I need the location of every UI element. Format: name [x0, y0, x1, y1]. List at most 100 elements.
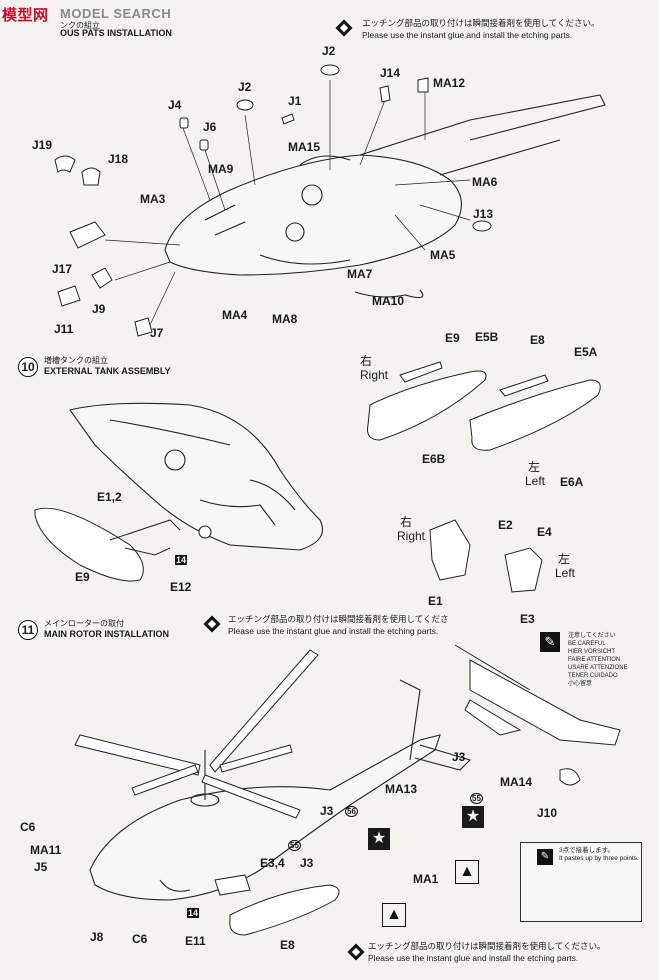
chevron-marking-icon-b: ▲ — [382, 903, 406, 927]
etching-note-top-jp: エッチング部品の取り付けは瞬間接着剤を使用してください。 — [362, 19, 600, 29]
part-label-j2-b: J2 — [238, 80, 252, 94]
part-label-ma4: MA4 — [222, 308, 248, 322]
part-label-j3-c: J3 — [300, 856, 314, 870]
part-label-e5a: E5A — [574, 345, 598, 359]
part-label-j9: J9 — [92, 302, 106, 316]
part-label-e8-top: E8 — [530, 333, 545, 347]
part-label-ma12: MA12 — [433, 76, 466, 90]
part-label-j1: J1 — [288, 94, 302, 108]
part-label-j18: J18 — [108, 152, 129, 166]
helicopter-fuselage-top — [164, 94, 606, 299]
part-label-55-a: 55 — [470, 793, 483, 804]
left-label-jp-bottom: 左 — [558, 552, 571, 566]
right-label-en-bottom: Right — [397, 529, 426, 543]
part-label-j10: J10 — [537, 806, 558, 820]
step10-title: 増槽タンクの組立 EXTERNAL TANK ASSEMBLY — [44, 355, 171, 376]
part-label-e12: E12 — [170, 580, 192, 594]
part-label-j11: J11 — [54, 322, 74, 336]
part-label-j13: J13 — [473, 207, 494, 221]
part-label-ma10: MA10 — [372, 294, 405, 308]
tail-rotor-step11 — [454, 644, 621, 786]
external-tank-step10 — [34, 507, 181, 582]
part-label-j8: J8 — [90, 930, 104, 944]
callout-text: 3点で接着します。 It pastes up by three points. — [559, 847, 639, 862]
caution-icon: ✎ — [540, 632, 560, 652]
right-label-jp-top: 右 — [360, 354, 373, 368]
part-label-ma15: MA15 — [288, 140, 321, 154]
part-label-55-b: 55 — [288, 840, 301, 851]
etching-note-top-en: Please use the instant glue and install … — [362, 30, 573, 40]
right-label-jp-bottom: 右 — [400, 515, 413, 529]
part-label-ma3: MA3 — [140, 192, 166, 206]
part-label-ma11: MA11 — [30, 843, 62, 857]
part-label-j3-b: J3 — [320, 804, 334, 818]
part-label-j6: J6 — [203, 120, 217, 134]
part-label-c6-a: C6 — [20, 820, 36, 834]
part-label-j2-a: J2 — [322, 44, 336, 58]
part-label-e8: E8 — [280, 938, 295, 952]
part-label-e3: E3 — [520, 612, 535, 626]
part-label-e9: E9 — [75, 570, 90, 584]
part-label-j17: J17 — [52, 262, 73, 276]
step10-title-en: EXTERNAL TANK ASSEMBLY — [44, 366, 171, 376]
part-label-ma1: MA1 — [413, 872, 439, 886]
etching-note-bottom-jp: エッチング部品の取り付けは瞬間接着剤を使用してください。 — [368, 942, 606, 952]
step10-title-jp: 増槽タンクの組立 — [44, 356, 108, 365]
part-label-e4: E4 — [537, 525, 552, 539]
external-tanks-right-step10 — [367, 361, 601, 451]
part-label-e9-top: E9 — [445, 331, 460, 345]
part-label-e5b: E5B — [475, 330, 499, 344]
careful-note: 注意してください BE CAREFUL HIER VORSICHT FAIRE … — [568, 633, 628, 687]
section-title-partial: OUS PATS INSTALLATION — [60, 28, 172, 38]
etching-note-step11-jp: エッチング部品の取り付けは瞬間接着剤を使用してくださ — [228, 615, 449, 625]
part-label-ma6: MA6 — [472, 175, 498, 189]
star-marking-icon-b: ★ — [462, 806, 484, 828]
part-label-j19: J19 — [32, 138, 53, 152]
part-label-ma8: MA8 — [272, 312, 298, 326]
part-label-e2: E2 — [498, 518, 513, 532]
helicopter-side-step10 — [69, 402, 324, 551]
part-label-c6-b: C6 — [132, 932, 148, 946]
step-number-10: 10 — [18, 357, 38, 377]
step-number-11: 11 — [18, 620, 38, 640]
chevron-marking-icon-a: ▲ — [455, 860, 479, 884]
part-label-ma9: MA9 — [208, 162, 234, 176]
watermark-text: MODEL SEARCH — [60, 6, 172, 21]
part-label-j5: J5 — [34, 860, 48, 874]
small-parts-step9 — [54, 64, 492, 337]
part-label-ma14: MA14 — [500, 775, 533, 789]
leader-lines-step9 — [104, 80, 471, 326]
three-point-callout: ✎ 3点で接着します。 It pastes up by three points… — [520, 842, 642, 922]
etching-note-bottom-en: Please use the instant glue and install … — [368, 953, 579, 963]
part-label-56: 56 — [345, 806, 358, 817]
helicopter-step11 — [89, 679, 472, 901]
part-label-e3-4: E3,4 — [260, 856, 285, 870]
part-label-e1: E1 — [428, 594, 443, 608]
main-rotor-blades — [74, 649, 319, 819]
part-label-14-step11: 14 — [187, 908, 200, 918]
callout-caution-icon: ✎ — [537, 849, 553, 865]
left-label-en-bottom: Left — [555, 566, 576, 580]
right-label-en-top: Right — [360, 368, 389, 382]
part-label-ma13: MA13 — [385, 782, 418, 796]
etching-note-step11-en: Please use the instant glue and install … — [228, 626, 439, 636]
watermark-brand: 模型网 — [2, 7, 49, 24]
part-label-j7: J7 — [150, 326, 164, 340]
tank-brackets — [429, 519, 543, 593]
part-label-ma7: MA7 — [347, 267, 373, 281]
part-label-j4: J4 — [168, 98, 182, 112]
part-label-e6b: E6B — [422, 452, 446, 466]
part-label-e6a: E6A — [560, 475, 584, 489]
step11-title-jp: メインローターの取付 — [44, 619, 124, 628]
star-marking-icon-a: ★ — [368, 828, 390, 850]
part-label-j14: J14 — [380, 66, 401, 80]
section-title-jp-partial: ンクの組立 — [60, 21, 100, 30]
step11-title-en: MAIN ROTOR INSTALLATION — [44, 629, 169, 639]
left-label-en-top: Left — [525, 474, 546, 488]
part-label-e1-2: E1,2 — [97, 490, 122, 504]
external-tank-step11 — [214, 874, 340, 936]
step11-title: メインローターの取付 MAIN ROTOR INSTALLATION — [44, 618, 169, 639]
left-label-jp-top: 左 — [528, 460, 541, 474]
part-label-j3-a: J3 — [452, 750, 466, 764]
part-label-e11: E11 — [185, 934, 206, 948]
